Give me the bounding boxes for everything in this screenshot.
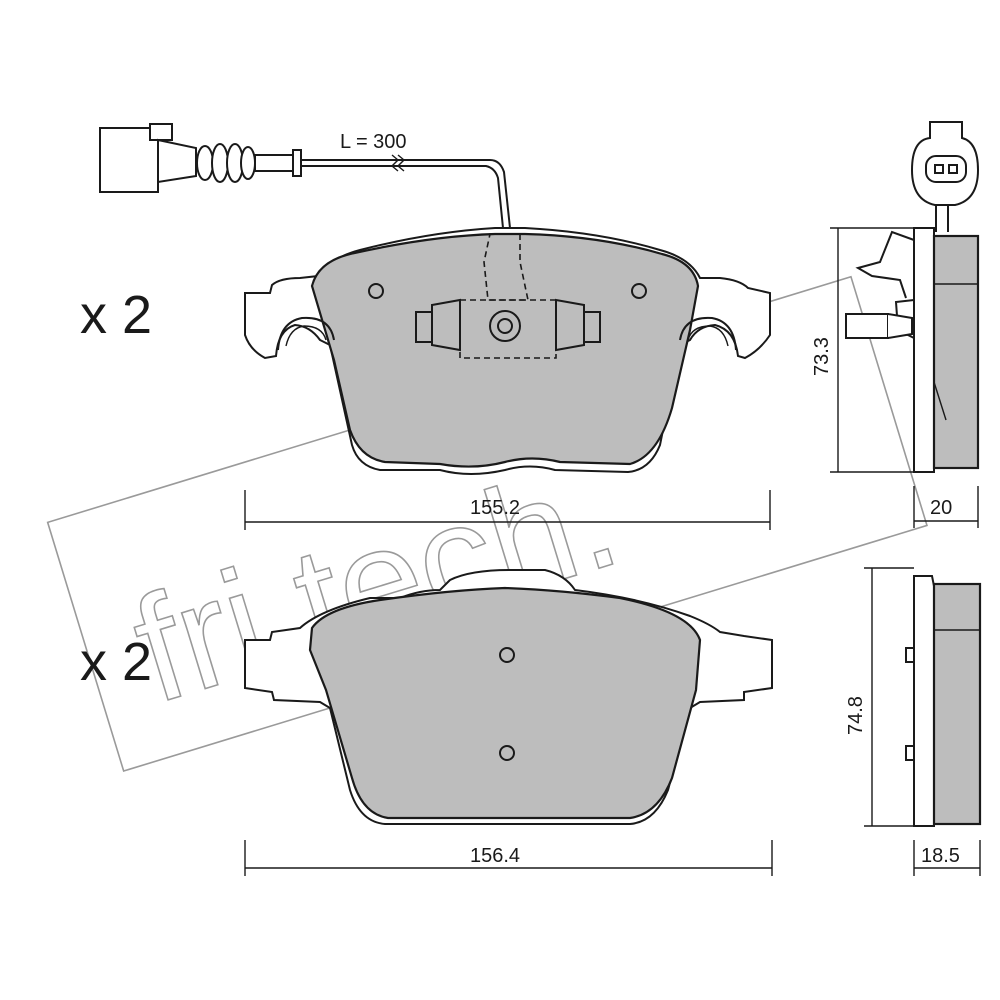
pad-1-side-backing-plate: [913, 227, 935, 473]
pad-1-side-sensor-lead: [935, 205, 949, 232]
pad-1-friction-material: [310, 232, 700, 468]
sensor-sleeve: [254, 154, 294, 172]
pad-1-clip-right-inner: [687, 325, 729, 347]
pad-1-sensor-bore-inner: [497, 318, 513, 334]
sensor-connector: [99, 127, 159, 193]
pad-1-side-sensor-tip: [887, 313, 913, 339]
pad-1-thickness-dimension: 20: [913, 486, 979, 528]
pad-2-width-label: 156.4: [470, 845, 520, 867]
pad-2-width-dimension: 156.4: [244, 840, 773, 876]
pad-2-side-backing-plate: [913, 575, 935, 827]
pad-1-quantity-label: x 2: [80, 285, 152, 345]
pad-1-width-dimension: 155.2: [244, 490, 771, 530]
pad-1-clip-left-inner: [285, 325, 327, 347]
brake-pad-2-side-view: [905, 575, 982, 827]
pad-1-sensor-lug-left-end: [415, 311, 433, 343]
pad-1-side-spring-clip: [855, 230, 915, 299]
pad-1-pin-hole-left: [368, 283, 384, 299]
sensor-seal-1: [196, 145, 214, 181]
pad-1-side-sensor-pin-2: [948, 164, 958, 174]
pad-1-height-label: 73.3: [811, 337, 833, 376]
pad-1-clip-right: [679, 316, 737, 351]
pad-1-sensor-lug-right-end: [583, 311, 601, 343]
pad-1-side-chamfer: [933, 381, 947, 421]
pad-1-width-label: 155.2: [470, 497, 520, 519]
sensor-seal-2: [211, 143, 229, 183]
cable-break-mark: [390, 154, 400, 172]
pad-2-quantity-label: x 2: [80, 632, 152, 692]
sensor-cable-edge: [301, 165, 504, 229]
pad-1-clip-left: [277, 316, 335, 351]
pad-2-thickness-label: 18.5: [921, 845, 960, 867]
pad-2-height-label: 74.8: [845, 696, 867, 735]
pad-1-thickness-label: 20: [930, 497, 952, 519]
sensor-cable: [301, 159, 511, 229]
brake-pad-1-side-view: [845, 121, 980, 473]
cable-length-label: L = 300: [340, 131, 407, 153]
pad-1-sensor-bore-outer: [489, 310, 521, 342]
sensor-seal-4: [240, 146, 256, 180]
pad-1-sensor-channel: [483, 233, 529, 301]
pad-1-side-sensor-body: [845, 313, 889, 339]
pad-2-side-pin-top: [905, 647, 915, 663]
brake-pad-2-front-view: [244, 569, 773, 825]
pad-1-pin-hole-right: [631, 283, 647, 299]
pad-2-side-pin-bottom: [905, 745, 915, 761]
pad-1-side-friction: [932, 234, 980, 470]
pad-1-side-sensor-socket: [925, 155, 967, 183]
brake-pad-1-front-view: [244, 227, 771, 475]
cable-break-mark-2: [396, 154, 406, 172]
sensor-connector-boot: [157, 138, 197, 184]
pad-1-sensor-lug-right: [555, 298, 585, 352]
pad-1-side-sensor-pin-1: [934, 164, 944, 174]
sensor-collar: [292, 149, 302, 177]
pad-2-thickness-dimension: 18.5: [913, 840, 981, 876]
pad-1-height-dimension: 73.3: [811, 227, 914, 473]
pad-2-height-dimension: 74.8: [845, 567, 914, 827]
pad-2-friction-material: [308, 586, 702, 820]
pad-2-side-friction: [932, 582, 982, 826]
pad-2-pin-hole-top: [499, 647, 515, 663]
pad-2-pin-hole-bottom: [499, 745, 515, 761]
sensor-connector-latch: [149, 123, 173, 141]
wear-sensor: L = 300: [99, 123, 511, 229]
